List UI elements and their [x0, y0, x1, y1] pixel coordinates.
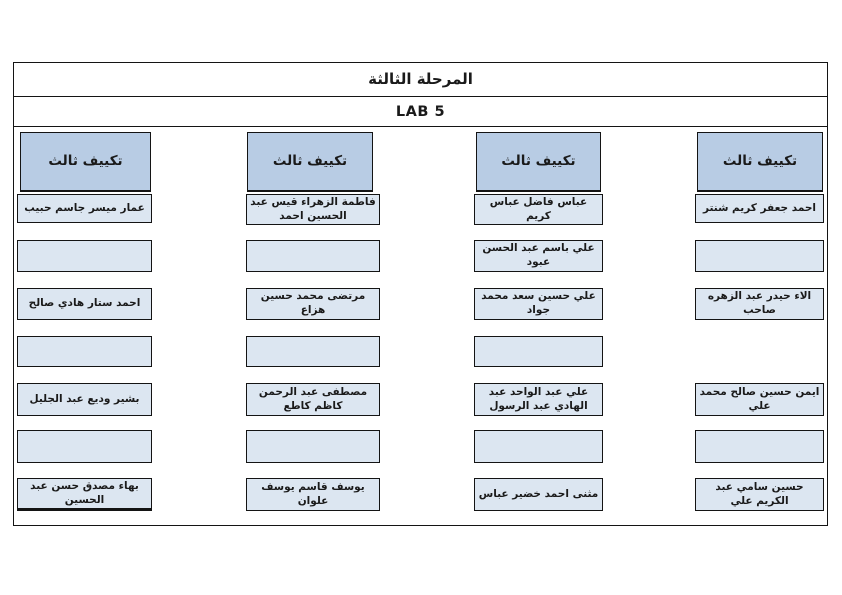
- student-cell: حسين سامي عبد الكريم علي: [695, 478, 824, 511]
- empty-cell: [695, 240, 824, 272]
- student-cell: يوسف قاسم يوسف علوان: [246, 478, 380, 511]
- empty-cell: [474, 336, 603, 367]
- student-cell: عباس فاضل عباس كريم: [474, 194, 603, 226]
- student-cell: مصطفى عبد الرحمن كاظم كاطع: [246, 383, 380, 416]
- student-cell: مثنى احمد خضير عباس: [474, 478, 603, 511]
- student-cell: عمار ميسر جاسم حبيب: [17, 194, 152, 223]
- empty-cell: [695, 430, 824, 463]
- student-cell: ايمن حسين صالح محمد علي: [695, 383, 824, 416]
- stage-title: المرحلة الثالثة: [13, 62, 828, 97]
- student-cell: احمد جعفر كريم شنتر: [695, 194, 824, 223]
- empty-cell: [246, 336, 380, 367]
- student-cell: فاطمة الزهراء قيس عبد الحسين احمد: [246, 194, 380, 226]
- empty-cell: [17, 240, 152, 272]
- empty-cell: [474, 430, 603, 463]
- student-cell: الاء حيدر عبد الزهره صاحب: [695, 288, 824, 320]
- student-cell: علي باسم عبد الحسن عبود: [474, 240, 603, 272]
- student-cell: مرتضى محمد حسين هزاع: [246, 288, 380, 320]
- lab-title: LAB 5: [13, 97, 828, 127]
- empty-cell: [17, 430, 152, 463]
- empty-cell: [246, 430, 380, 463]
- group-header: تكييف ثالث: [20, 132, 151, 192]
- student-cell: علي حسين سعد محمد جواد: [474, 288, 603, 320]
- student-cell: بهاء مصدق حسن عبد الحسين: [17, 478, 152, 512]
- empty-cell: [246, 240, 380, 272]
- student-cell: علي عبد الواحد عبد الهادي عبد الرسول: [474, 383, 603, 416]
- group-header: تكييف ثالث: [247, 132, 373, 192]
- group-header: تكييف ثالث: [697, 132, 823, 192]
- empty-cell: [17, 336, 152, 367]
- student-cell: بشير وديع عبد الجليل: [17, 383, 152, 416]
- table-frame: [13, 62, 828, 526]
- group-header: تكييف ثالث: [476, 132, 601, 192]
- student-cell: احمد ستار هادي صالح: [17, 288, 152, 320]
